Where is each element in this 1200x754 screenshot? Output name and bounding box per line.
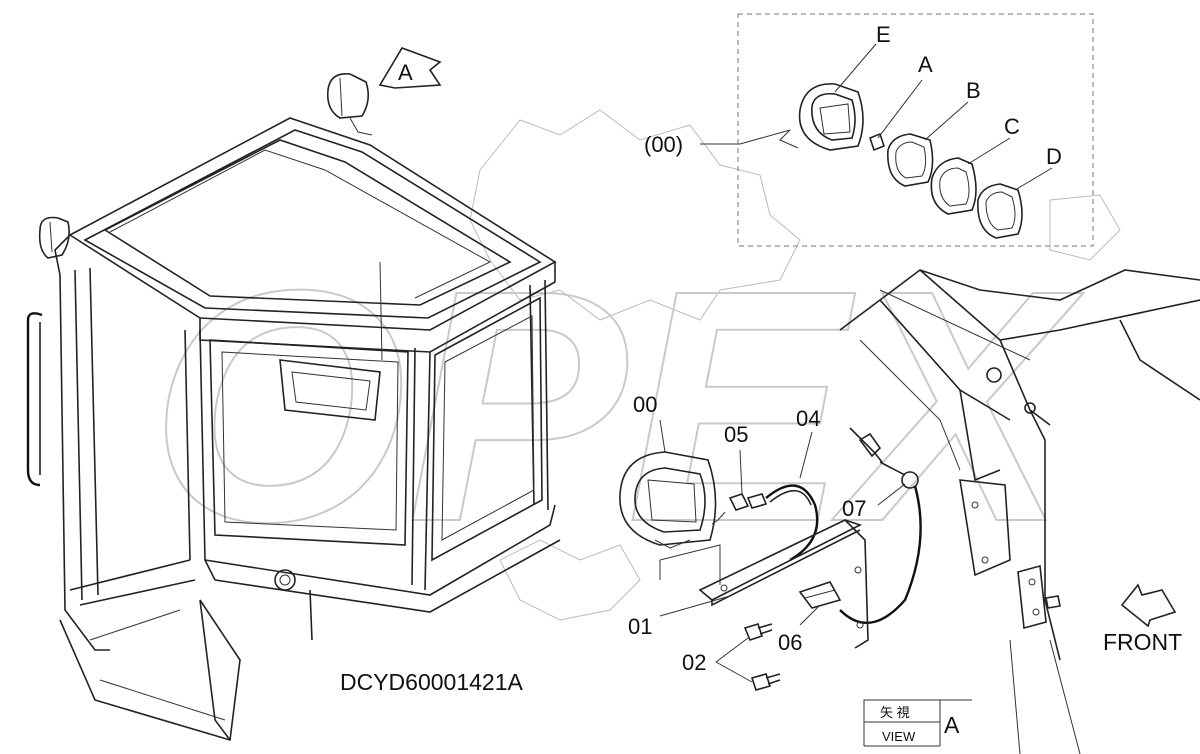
kit-ref-label: (00) — [644, 132, 683, 157]
bolt-02-lower — [750, 673, 781, 691]
view-box — [863, 699, 972, 747]
bolt-02-upper — [743, 623, 773, 641]
cab-assembly — [26, 73, 561, 742]
leader-d — [1014, 167, 1053, 191]
kit-gasket-b — [887, 133, 934, 187]
leader-02-b — [715, 661, 753, 683]
leader-00 — [659, 419, 666, 453]
kit-bezel-d — [977, 183, 1023, 239]
clamp-06 — [798, 581, 842, 609]
connector-top — [849, 427, 883, 463]
view-box-letter: A — [944, 712, 960, 738]
view-box-en: VIEW — [882, 729, 916, 744]
front-label: FRONT — [1103, 629, 1182, 655]
callout-clamp: 06 — [778, 630, 802, 655]
kit-part-label-c: C — [1004, 114, 1020, 139]
callout-bolts: 02 — [682, 650, 706, 675]
connector-05 — [711, 493, 768, 525]
watermark-text: OPEX — [150, 221, 1084, 590]
kit-lens-c — [930, 157, 977, 215]
view-marker-letter: A — [398, 60, 413, 85]
bracket-01 — [659, 519, 869, 649]
leader-04 — [799, 431, 813, 479]
body-structure — [839, 269, 1200, 754]
callout-bracket: 01 — [628, 614, 652, 639]
kit-part-label-a: A — [918, 52, 933, 77]
kit-lamp-housing — [779, 83, 864, 151]
leader-07 — [877, 483, 906, 506]
callout-grommet: 07 — [842, 496, 866, 521]
work-lamp-00 — [619, 451, 717, 549]
leader-02-a — [715, 637, 749, 663]
view-box-jp: 矢 視 — [880, 705, 910, 720]
leader-e — [834, 43, 877, 93]
lamp-kit-box — [737, 13, 1094, 247]
kit-part-label-d: D — [1046, 144, 1062, 169]
watermark-group: OPEX — [149, 220, 1085, 591]
harness-04 — [765, 484, 819, 562]
callout-harness: 04 — [796, 406, 820, 431]
kit-bulb — [869, 132, 885, 152]
kit-part-label-e: E — [876, 22, 891, 47]
kit-part-label-b: B — [966, 78, 981, 103]
leader-a — [877, 79, 923, 139]
front-arrow-icon — [1120, 583, 1177, 628]
kit-ref-leader — [700, 129, 791, 145]
leader-b — [924, 101, 969, 141]
view-arrow-icon — [378, 47, 442, 89]
drawing-code: DCYD60001421A — [340, 669, 524, 695]
leader-05 — [739, 449, 743, 495]
callout-connector: 05 — [724, 422, 748, 447]
callout-lamp: 00 — [633, 392, 657, 417]
leader-01 — [659, 595, 731, 617]
leader-06 — [799, 604, 821, 626]
leader-c — [967, 137, 1011, 165]
